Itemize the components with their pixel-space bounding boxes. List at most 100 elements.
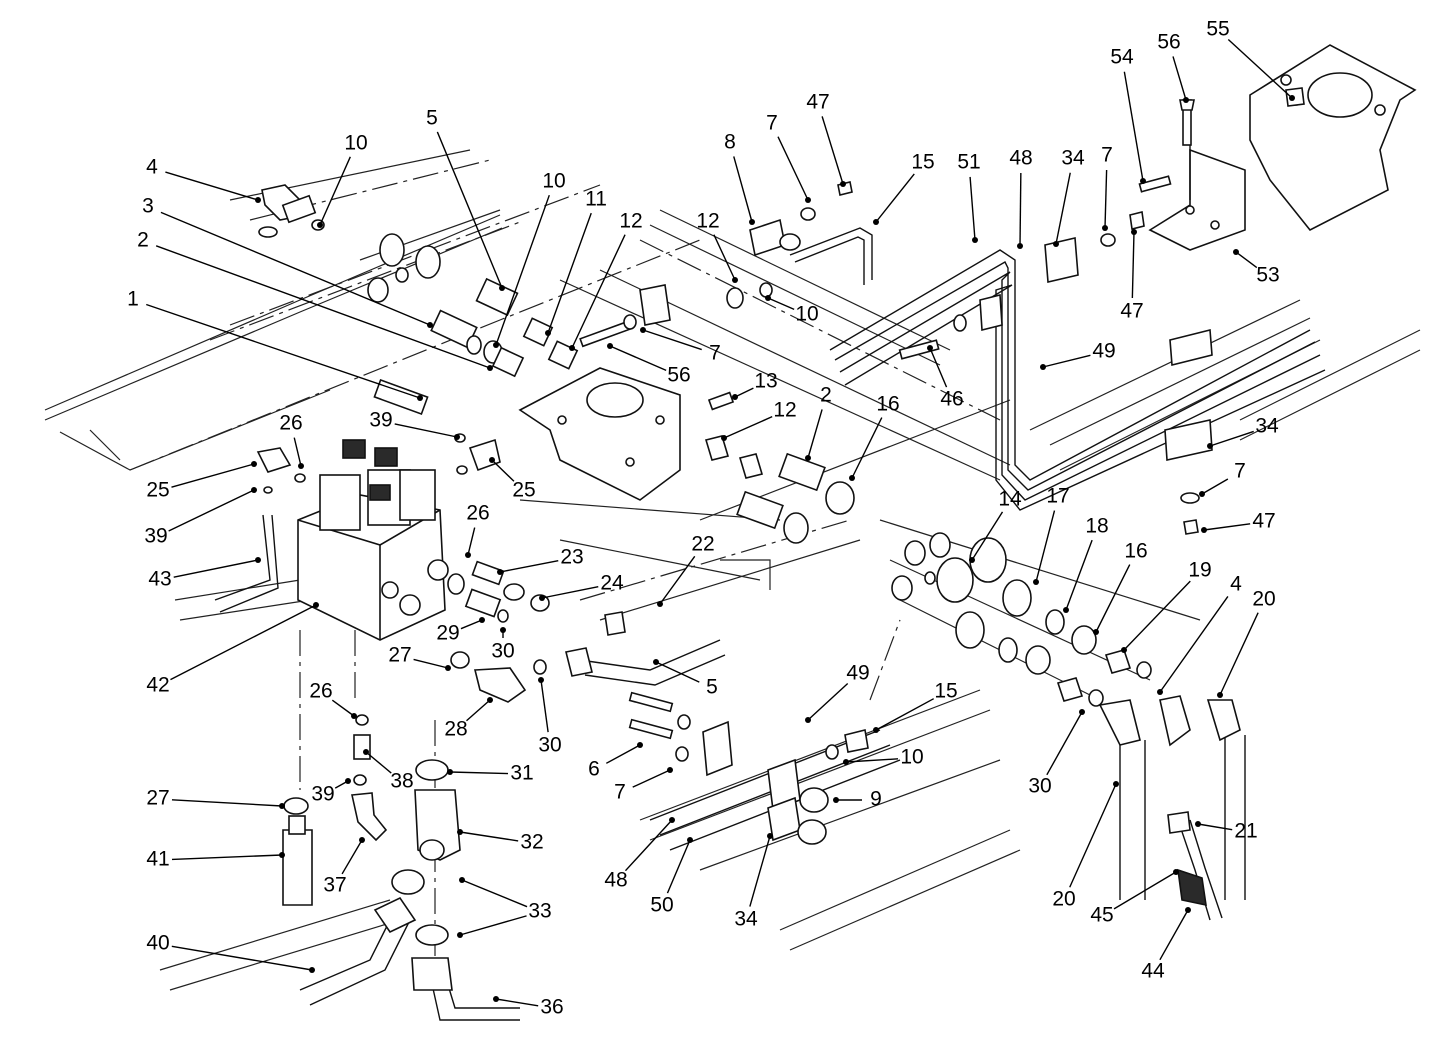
leader-line (1235, 251, 1258, 269)
leader-line (1209, 430, 1254, 447)
leader-line (1123, 580, 1191, 651)
callout-31: 31 (447, 762, 534, 785)
callout-16: 16 (849, 393, 900, 481)
leader-dot (653, 659, 659, 665)
part-number-label: 41 (146, 848, 169, 871)
leader-line (666, 839, 691, 894)
leader-dot (1121, 647, 1127, 653)
leader-line (875, 173, 915, 223)
leader-dot (833, 797, 839, 803)
leader-line (541, 586, 599, 599)
leader-line (777, 136, 809, 201)
leader-dot (749, 219, 755, 225)
part-number-label: 30 (538, 734, 561, 757)
leader-dot (927, 345, 933, 351)
leader-line (821, 116, 844, 185)
leader-line (394, 423, 458, 438)
mount-plate-53 (1148, 110, 1246, 251)
leader-dot (479, 617, 485, 623)
leader-line (413, 658, 449, 669)
part-number-label: 47 (1252, 510, 1275, 533)
leader-dot (1131, 229, 1137, 235)
callout-26: 26 (465, 502, 490, 558)
part-number-label: 22 (691, 533, 714, 556)
leader-line (1035, 510, 1056, 583)
leader-dot (309, 967, 315, 973)
leader-dot (1289, 95, 1295, 101)
callout-47: 47 (1120, 229, 1144, 323)
callout-2: 2 (137, 229, 493, 371)
leader-line (171, 463, 255, 488)
part-number-label: 38 (390, 770, 413, 793)
leader-dot (487, 365, 493, 371)
part-number-label: 5 (706, 676, 718, 699)
part-number-label: 49 (1092, 340, 1115, 363)
callout-25: 25 (489, 457, 536, 502)
leader-dot (489, 457, 495, 463)
leader-dot (1033, 579, 1039, 585)
part-number-label: 34 (734, 908, 758, 931)
part-number-label: 27 (146, 787, 169, 810)
callout-10: 10 (317, 132, 368, 228)
part-number-label: 50 (650, 894, 673, 917)
leader-dot (1063, 607, 1069, 613)
leader-line (807, 682, 849, 721)
callout-23: 23 (497, 546, 584, 575)
leader-dot (849, 475, 855, 481)
part-number-label: 11 (585, 188, 607, 211)
part-number-label: 15 (934, 680, 957, 703)
leader-dot (500, 627, 506, 633)
leader-dot (251, 487, 257, 493)
leader-line (449, 771, 509, 775)
leader-line (605, 744, 641, 764)
leader-dot (873, 219, 879, 225)
callout-36: 36 (493, 996, 564, 1019)
part-number-label: 17 (1046, 485, 1069, 508)
leader-dot (765, 295, 771, 301)
part-number-label: 18 (1085, 515, 1108, 538)
leader-line (165, 171, 259, 201)
callout-48: 48 (604, 817, 675, 892)
leader-dot (1185, 907, 1191, 913)
callout-20: 20 (1217, 588, 1276, 698)
leader-dot (1053, 241, 1059, 247)
leader-dot (1102, 225, 1108, 231)
callout-26: 26 (309, 680, 357, 719)
part-number-label: 20 (1252, 588, 1275, 611)
callout-47: 47 (806, 91, 846, 187)
callout-16: 16 (1093, 540, 1148, 635)
part-number-label: 45 (1090, 904, 1113, 927)
part-number-label: 43 (148, 568, 171, 591)
part-number-label: 24 (600, 572, 624, 595)
part-number-label: 10 (900, 746, 923, 769)
leader-dot (255, 557, 261, 563)
callout-4: 4 (1157, 573, 1242, 695)
leader-line (1159, 596, 1229, 693)
callout-34: 34 (1207, 415, 1279, 449)
leader-line (1019, 172, 1022, 247)
leader-line (171, 854, 283, 861)
callout-2: 2 (805, 384, 832, 461)
leader-line (365, 751, 392, 774)
part-number-label: 1 (127, 288, 139, 311)
leader-line (767, 297, 795, 311)
callout-7: 7 (1199, 460, 1246, 497)
callout-12: 12 (721, 399, 797, 441)
leader-dot (499, 285, 505, 291)
callout-46: 46 (927, 345, 964, 411)
part-number-label: 10 (344, 132, 367, 155)
leader-dot (1113, 781, 1119, 787)
callout-54: 54 (1110, 46, 1146, 184)
leader-dot (457, 829, 463, 835)
leader-dot (427, 322, 433, 328)
callout-39: 39 (311, 778, 351, 806)
leader-dot (497, 569, 503, 575)
leader-line (540, 679, 549, 733)
callout-8: 8 (724, 131, 755, 225)
leader-line (293, 437, 302, 467)
leader-dot (657, 601, 663, 607)
part-number-label: 26 (466, 502, 489, 525)
part-number-label: 7 (766, 112, 778, 135)
callout-30: 30 (1028, 709, 1085, 798)
